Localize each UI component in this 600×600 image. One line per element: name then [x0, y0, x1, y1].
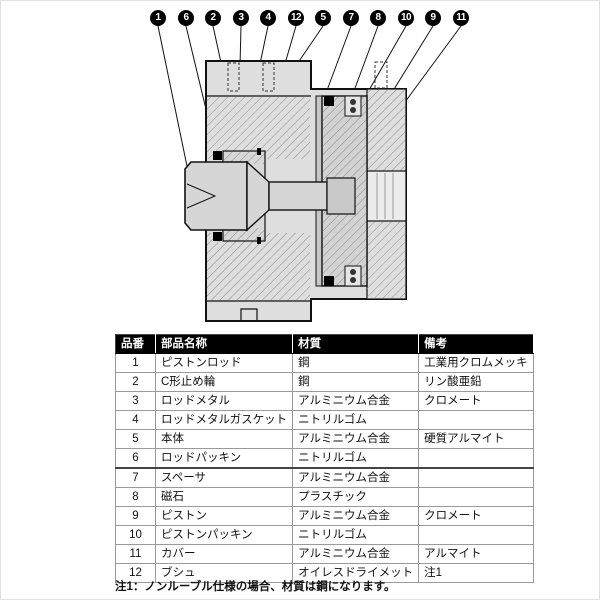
table-header-row: 品番 部品名称 材質 備考: [115, 334, 534, 354]
material-cell: アルミニウム合金: [292, 391, 420, 411]
remarks-cell: [418, 525, 534, 545]
cover: [366, 88, 407, 300]
header-part-name: 部品名称: [155, 334, 294, 354]
table-row: 7 スペーサ アルミニウム合金: [115, 467, 534, 488]
table-row: 12 ブシュ オイレスドライメット 注1: [115, 563, 534, 583]
balloon-5: 5: [315, 10, 331, 26]
material-cell: ニトリルゴム: [292, 525, 420, 545]
material-cell: 鋼: [292, 372, 420, 392]
material-cell: オイレスドライメット: [292, 563, 420, 583]
balloon-1: 1: [150, 10, 166, 26]
piston-rod: [184, 160, 356, 232]
part-no-cell: 9: [115, 506, 156, 526]
balloon-3: 3: [233, 10, 249, 26]
table-row: 3 ロッドメタル アルミニウム合金 クロメート: [115, 391, 534, 411]
balloon-8: 8: [370, 10, 386, 26]
remarks-cell: [418, 487, 534, 507]
piston-packing-bottom: [324, 276, 334, 286]
part-name-cell: 磁石: [154, 487, 294, 507]
part-name-cell: ピストン: [154, 506, 294, 526]
magnet-top: [344, 95, 362, 117]
part-name-cell: ロッドメタルガスケット: [154, 410, 294, 430]
balloon-4: 4: [260, 10, 276, 26]
part-name-cell: カバー: [154, 544, 294, 564]
remarks-cell: アルマイト: [418, 544, 534, 564]
rod-packing-top: [213, 151, 222, 160]
material-cell: アルミニウム合金: [292, 429, 420, 449]
remarks-cell: クロメート: [418, 506, 534, 526]
material-cell: プラスチック: [292, 487, 420, 507]
material-cell: ニトリルゴム: [292, 410, 420, 430]
table-row: 9 ピストン アルミニウム合金 クロメート: [115, 506, 534, 526]
balloon-12: 12: [288, 10, 304, 26]
balloon-7: 7: [343, 10, 359, 26]
material-cell: アルミニウム合金: [292, 544, 420, 564]
table-row: 1 ピストンロッド 鋼 工業用クロムメッキ: [115, 353, 534, 373]
c-ring-top: [257, 148, 261, 155]
part-no-cell: 4: [115, 410, 156, 430]
magnet-bottom: [344, 265, 362, 287]
part-no-cell: 5: [115, 429, 156, 449]
cover-socket-recess: [366, 170, 407, 222]
table-row: 8 磁石 プラスチック: [115, 487, 534, 507]
header-part-no: 品番: [115, 334, 156, 354]
part-no-cell: 8: [115, 487, 156, 507]
balloon-2: 2: [205, 10, 221, 26]
material-cell: アルミニウム合金: [292, 506, 420, 526]
part-no-cell: 11: [115, 544, 156, 564]
cylinder-cross-section-drawing: [157, 25, 462, 322]
table-row: 10 ピストンパッキン ニトリルゴム: [115, 525, 534, 545]
part-name-cell: ロッドメタル: [154, 391, 294, 411]
material-cell: 鋼: [292, 353, 420, 373]
part-no-cell: 1: [115, 353, 156, 373]
part-name-cell: ブシュ: [154, 563, 294, 583]
part-name-cell: ロッドパッキン: [154, 448, 294, 469]
part-name-cell: 本体: [154, 429, 294, 449]
balloon-11: 11: [453, 10, 469, 26]
port-hidden-lines: [227, 61, 388, 92]
parts-table: 品番 部品名称 材質 備考 1 ピストンロッド 鋼 工業用クロムメッキ 2 C形…: [115, 334, 534, 583]
remarks-cell: クロメート: [418, 391, 534, 411]
table-row: 4 ロッドメタルガスケット ニトリルゴム: [115, 410, 534, 430]
table-row: 11 カバー アルミニウム合金 アルマイト: [115, 544, 534, 564]
material-cell: ニトリルゴム: [292, 448, 420, 469]
material-cell: アルミニウム合金: [292, 467, 420, 488]
piston-packing-top: [324, 96, 334, 106]
footnote: 注1：ノンルーブル仕様の場合、材質は鋼になります。: [115, 581, 396, 593]
balloon-10: 10: [398, 10, 414, 26]
part-no-cell: 10: [115, 525, 156, 545]
part-no-cell: 12: [115, 563, 156, 583]
part-name-cell: ピストンロッド: [154, 353, 294, 373]
part-name-cell: スペーサ: [154, 467, 294, 488]
table-row: 2 C形止め輪 鋼 リン酸亜鉛: [115, 372, 534, 392]
table-row: 6 ロッドパッキン ニトリルゴム: [115, 448, 534, 469]
remarks-cell: 工業用クロムメッキ: [418, 353, 534, 373]
part-no-cell: 6: [115, 448, 156, 469]
balloon-6: 6: [178, 10, 194, 26]
table-row: 5 本体 アルミニウム合金 硬質アルマイト: [115, 429, 534, 449]
part-no-cell: 7: [115, 467, 156, 488]
c-ring-bottom: [257, 237, 261, 244]
remarks-cell: [418, 410, 534, 430]
header-remarks: 備考: [418, 334, 534, 354]
part-name-cell: ピストンパッキン: [154, 525, 294, 545]
part-name-cell: C形止め輪: [154, 372, 294, 392]
rod-packing-bottom: [213, 232, 222, 241]
remarks-cell: 硬質アルマイト: [418, 429, 534, 449]
part-no-cell: 2: [115, 372, 156, 392]
balloon-9: 9: [425, 10, 441, 26]
rod-end-fitting: [326, 177, 356, 215]
part-no-cell: 3: [115, 391, 156, 411]
header-material: 材質: [292, 334, 420, 354]
remarks-cell: [418, 467, 534, 488]
remarks-cell: [418, 448, 534, 469]
remarks-cell: 注1: [418, 563, 534, 583]
remarks-cell: リン酸亜鉛: [418, 372, 534, 392]
